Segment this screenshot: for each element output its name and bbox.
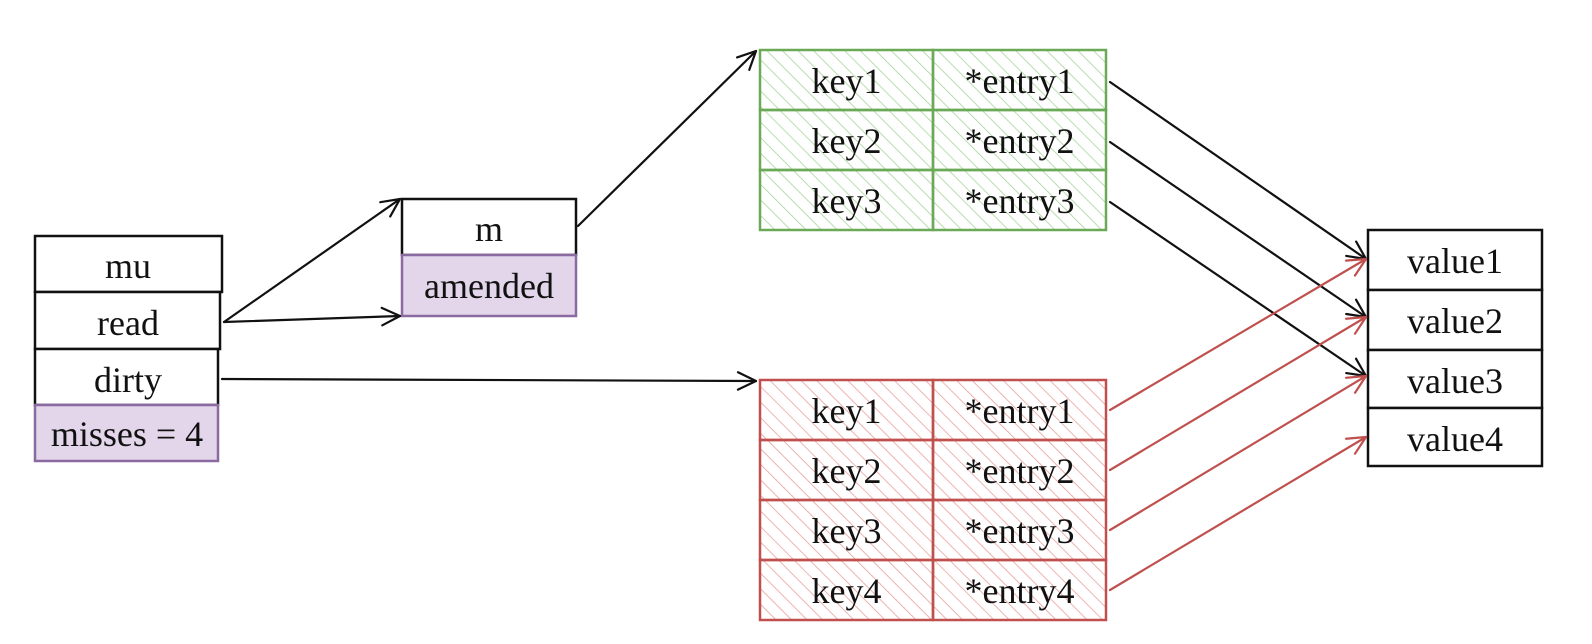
dirty-map-row-2: key2 *entry2 — [758, 438, 1108, 502]
read-map-entry-label: *entry1 — [965, 61, 1075, 101]
dirty-map-entry-cell — [931, 558, 1108, 622]
field-mu-label: mu — [105, 246, 151, 286]
read-map-entry-label: *entry2 — [965, 121, 1075, 161]
dirty-entry1-to-value1-arrow — [1108, 257, 1368, 412]
value-label: value3 — [1407, 361, 1503, 401]
value-label: value1 — [1407, 241, 1503, 281]
dirty-entry4-to-value4-arrow — [1108, 435, 1368, 592]
dirty-map-entry-label: *entry1 — [965, 391, 1075, 431]
read-entry2-to-value2-arrow — [1108, 140, 1368, 319]
read-map-entry-label: *entry3 — [965, 181, 1075, 221]
dirty-map-entry-label: *entry2 — [965, 451, 1075, 491]
dirty-map-table: key1 *entry1 key2 *entry2 key3 *entry3 key4 *en… — [758, 378, 1108, 622]
value-box-4: value4 — [1366, 406, 1544, 468]
field-dirty-label: dirty — [94, 360, 162, 400]
field-dirty: dirty — [33, 347, 220, 407]
value-label: value2 — [1407, 301, 1503, 341]
value-box-2: value2 — [1366, 288, 1544, 352]
read-map-key-label: key1 — [812, 61, 882, 101]
read-to-amended-arrow — [222, 306, 402, 327]
read-map-entry-cell — [931, 168, 1108, 232]
dirty-map-entry-label: *entry3 — [965, 511, 1075, 551]
sync-map-struct: mu read dirty misses = 4 — [33, 234, 224, 463]
dirty-map-key-label: key1 — [812, 391, 882, 431]
read-entry3-to-value3-arrow — [1108, 200, 1368, 378]
dirty-map-row-3: key3 *entry3 — [758, 498, 1108, 562]
field-amended: amended — [400, 253, 578, 318]
field-read-label: read — [97, 303, 159, 343]
read-map-row-3: key3 *entry3 — [758, 168, 1108, 232]
dirty-map-row-1: key1 *entry1 — [758, 378, 1108, 442]
m-to-read-map-arrow — [576, 49, 758, 228]
read-map-table: key1 *entry1 key2 *entry2 key3 *entry3 — [758, 48, 1108, 232]
dirty-map-key-label: key2 — [812, 451, 882, 491]
field-amended-label: amended — [424, 266, 554, 306]
read-map-key-label: key2 — [812, 121, 882, 161]
dirty-entry2-to-value2-arrow — [1108, 315, 1368, 472]
field-read: read — [33, 290, 222, 351]
field-m-label: m — [475, 209, 503, 249]
read-map-key-label: key3 — [812, 181, 882, 221]
values-column: value1 value2 value3 value4 — [1366, 228, 1544, 468]
field-m: m — [400, 197, 578, 257]
dirty-map-row-4: key4 *entry4 — [758, 558, 1108, 622]
value-box-1: value1 — [1366, 228, 1544, 292]
value-box-3: value3 — [1366, 348, 1544, 410]
dirty-entry3-to-value3-arrow — [1108, 374, 1368, 532]
dirty-to-dirty-map-arrow — [220, 371, 758, 391]
read-entry1-to-value1-arrow — [1108, 80, 1368, 261]
dirty-map-key-label: key4 — [812, 571, 882, 611]
read-to-m-arrow — [222, 197, 402, 324]
field-misses-label: misses = 4 — [51, 414, 203, 454]
dirty-map-key-label: key3 — [812, 511, 882, 551]
field-mu: mu — [33, 234, 224, 294]
value-label: value4 — [1407, 419, 1503, 459]
field-misses: misses = 4 — [33, 403, 220, 463]
read-only-struct: m amended — [400, 197, 578, 318]
dirty-map-entry-label: *entry4 — [965, 571, 1075, 611]
arrows — [220, 49, 1368, 592]
